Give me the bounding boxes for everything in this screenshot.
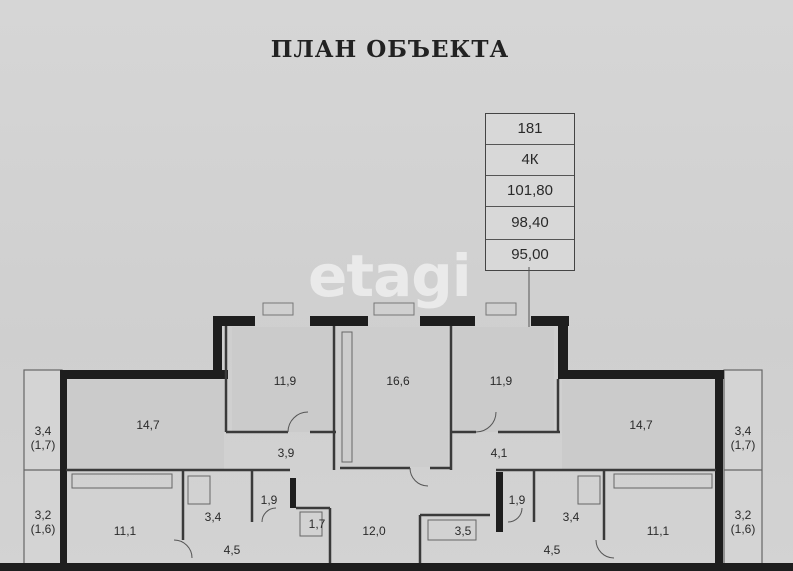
living-shelf [341,331,353,463]
wall-segment [715,465,723,571]
door [595,539,615,559]
door-arcs [173,411,615,559]
bathtub-left [187,475,211,505]
room-area-label: 11,1 [113,524,137,538]
wall-segment [60,465,67,571]
wall-segment [496,472,503,532]
bedroom-right-fill [454,327,554,432]
wall-segment [310,316,368,326]
room-right-fill [562,380,718,470]
living-area: 95,00 [511,246,549,263]
interior-walls [66,326,716,563]
door [287,411,309,433]
window [373,302,415,316]
page-title: ПЛАН ОБЪЕКТА [270,36,510,63]
room-area-label: 1,9 [508,493,526,507]
apartment-number: 181 [486,114,574,145]
closet-box [299,511,323,537]
room-area-label: 3,9 [277,446,295,460]
window [262,302,294,316]
room-area-label: 1,7 [308,517,326,531]
bathtub-right [577,475,601,505]
fixtures [71,331,713,541]
wall-segment [531,316,569,326]
area-without-balcony-coef: 98,40 [486,207,574,240]
room-area-label: 14,7 [136,418,160,432]
room-area-label: 3,5 [454,524,472,538]
window-marks [262,302,517,316]
room-area-label: 3,4 [204,510,222,524]
apartment-info-table: 181 4К 101,80 98,40 95,00 [485,113,575,271]
room-area-label: 14,7 [629,418,653,432]
room-area-label: 4,1 [490,446,508,460]
wall-segment [60,370,67,471]
wall-segment [213,316,222,379]
wall-segment [558,370,724,379]
living-fill [340,327,448,467]
etagi-watermark: etagi [308,242,472,310]
wall-segment [715,370,723,471]
wall-segment [0,563,793,571]
kitchen-counter-right [613,473,713,489]
wall-segment [420,316,475,326]
wall-segment [60,370,228,379]
room-area-label: 11,9 [489,374,513,388]
room-area-label: 3,4 [562,510,580,524]
door [409,467,429,487]
door [261,507,277,523]
window [485,302,517,316]
kitchen-counter-left [71,473,173,489]
room-area-label: 3,2 (1,6) [30,508,56,536]
door [507,507,523,523]
room-area-label: 16,6 [386,374,410,388]
total-area: 101,80 [486,176,574,207]
room-count: 4К [486,145,574,176]
room-area-label: 11,1 [646,524,670,538]
wall-segment [213,316,255,326]
wall-segment [290,478,296,508]
room-area-label: 1,9 [260,493,278,507]
wall-segment [558,316,568,379]
room-area-label: 12,0 [362,524,386,538]
room-area-label: 11,9 [273,374,297,388]
bedroom-left-fill [232,327,332,432]
door [173,539,193,559]
room-left-fill [66,380,224,470]
room-area-label: 3,4 (1,7) [730,424,756,452]
room-area-label: 3,2 (1,6) [730,508,756,536]
door [475,411,497,433]
room-area-label: 4,5 [223,543,241,557]
storage-box [427,519,477,541]
room-area-label: 4,5 [543,543,561,557]
thick-walls [0,316,793,571]
room-area-label: 3,4 (1,7) [30,424,56,452]
